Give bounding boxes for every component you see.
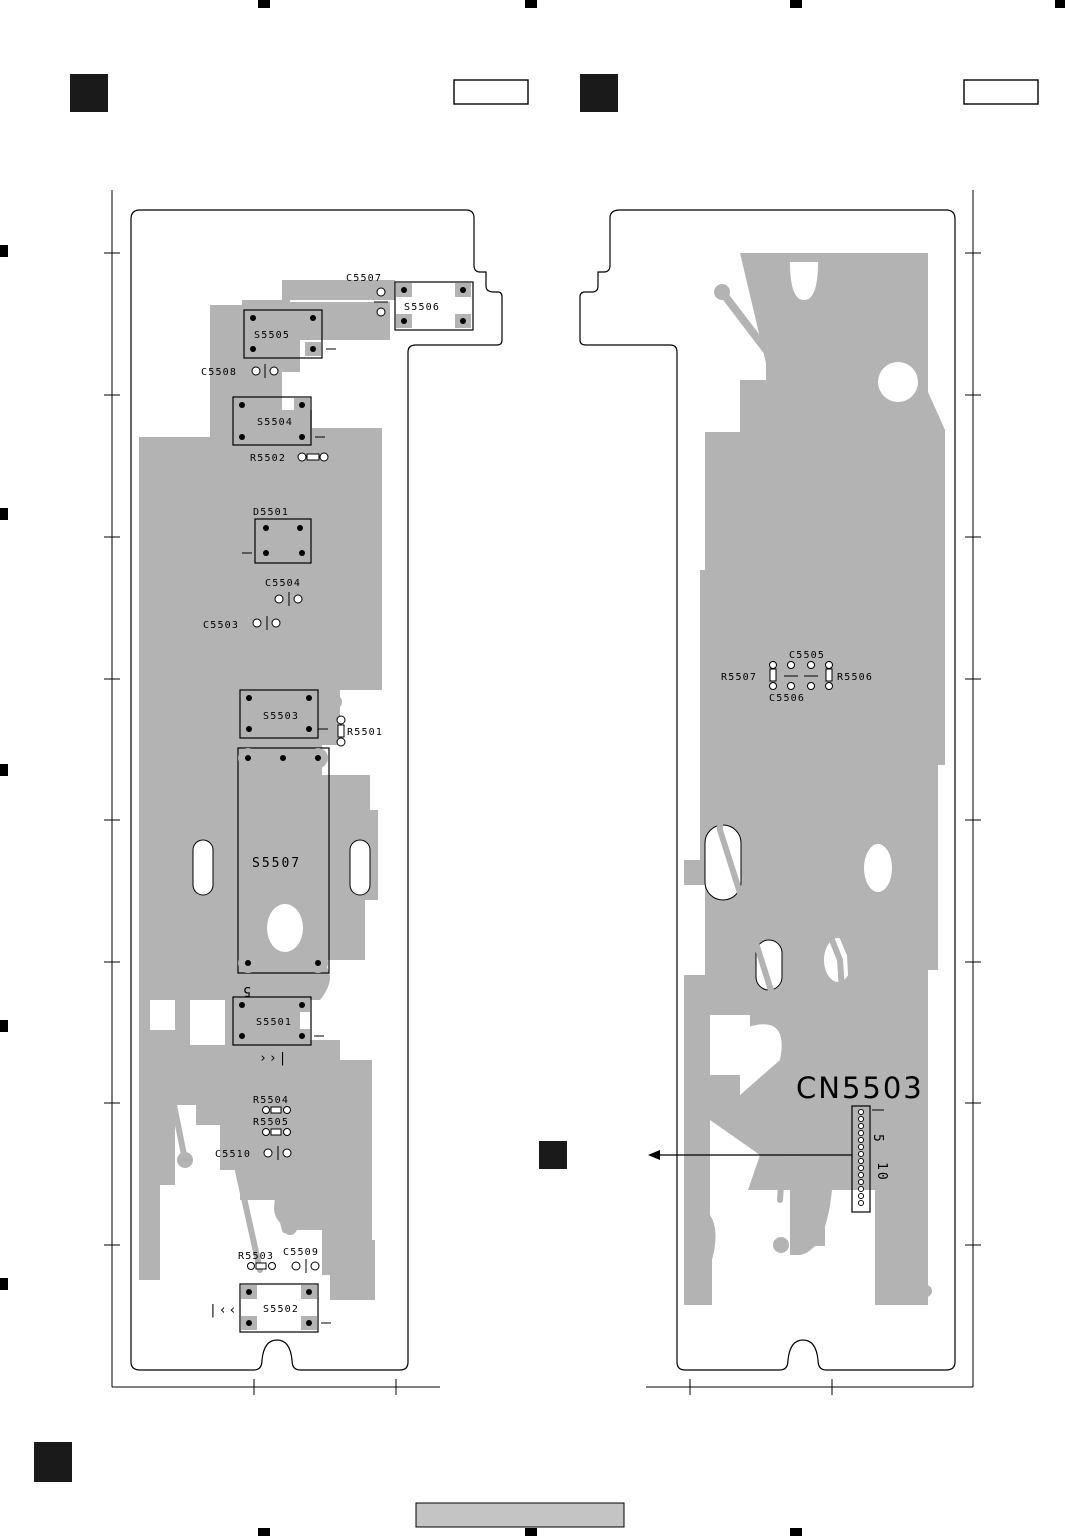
- s5501-label: S5501: [256, 1017, 292, 1028]
- cn5503-label: CN5503: [796, 1071, 924, 1105]
- left-board: S5506 C5507 S5505 C5508 S5504 R5502: [130, 209, 503, 1371]
- s5504-label: S5504: [257, 417, 293, 428]
- s5505-switch: [243, 309, 323, 359]
- cn5503-pin: [857, 1122, 865, 1130]
- cn5503-pin: [857, 1171, 865, 1179]
- left-board-outline: [130, 209, 503, 1371]
- frame-ruler-left: [104, 190, 440, 1395]
- prev-track-symbol: |‹‹: [209, 1303, 238, 1318]
- cn5503-pin: [857, 1136, 865, 1144]
- cn5503-connector: [851, 1105, 871, 1213]
- s5504-switch: [232, 396, 312, 446]
- c5503-label: C5503: [203, 620, 239, 631]
- s5505-pads: [245, 311, 321, 356]
- pin-mark-5: 5: [241, 983, 251, 998]
- s5507-encoder: [237, 747, 330, 974]
- c5504-label: C5504: [265, 578, 301, 589]
- s5501-pads: [234, 998, 310, 1043]
- r5507-label: R5507: [721, 672, 757, 683]
- right-copper: [684, 253, 945, 1305]
- s5502-label: S5502: [263, 1304, 299, 1315]
- frame-ruler-right: [646, 190, 981, 1395]
- cn5503-pin: [857, 1199, 865, 1207]
- r5503-label: R5503: [238, 1251, 274, 1262]
- next-track-symbol: ››|: [259, 1051, 288, 1066]
- left-traces: [162, 367, 348, 1273]
- d5501-diode: [254, 518, 312, 564]
- r5505-label: R5505: [253, 1117, 289, 1128]
- cn5503-pin: [857, 1115, 865, 1123]
- cn5503-pin: [857, 1129, 865, 1137]
- s5506-pads: [396, 283, 471, 328]
- r5501-label: R5501: [347, 727, 383, 738]
- s5506-label: S5506: [404, 302, 440, 313]
- s5505-label: S5505: [254, 330, 290, 341]
- d5501-label: D5501: [253, 507, 289, 518]
- s5501-switch: [232, 996, 312, 1046]
- cn5503-pin: [857, 1178, 865, 1186]
- cn5503-pin5-label: 5: [870, 1134, 885, 1144]
- s5504-pads: [234, 398, 310, 444]
- cable-marker: [539, 1141, 567, 1169]
- page-marker: [34, 1442, 72, 1482]
- left-copper: [139, 280, 395, 1300]
- view-marker-right: [580, 74, 618, 112]
- cn5503-pin: [857, 1192, 865, 1200]
- d5501-pads: [257, 521, 309, 560]
- c5507-label: C5507: [346, 273, 382, 284]
- view-label-box-left: [453, 79, 529, 105]
- s5502-switch: [239, 1283, 319, 1333]
- c5506-label: C5506: [769, 693, 805, 704]
- cn5503-pins: [857, 1108, 865, 1207]
- view-marker-left: [70, 74, 108, 112]
- s5503-pads: [241, 691, 317, 736]
- c5508-label: C5508: [201, 367, 237, 378]
- footer-bar: [415, 1502, 625, 1528]
- right-board: C5505 R5507 R5506 C5506 CN5503 5 10: [579, 209, 956, 1371]
- c5505-label: C5505: [789, 650, 825, 661]
- r5504-label: R5504: [253, 1095, 289, 1106]
- right-traces: [689, 284, 932, 1297]
- s5502-pads: [241, 1285, 317, 1330]
- cn5503-pin: [857, 1164, 865, 1172]
- cn5503-pin10-label: 10: [874, 1162, 889, 1182]
- cn5503-pin: [857, 1143, 865, 1151]
- cn5503-pin: [857, 1185, 865, 1193]
- s5507-label: S5507: [252, 856, 301, 871]
- right-board-outline: [579, 209, 956, 1371]
- cn5503-pin: [857, 1157, 865, 1165]
- c5509-label: C5509: [283, 1247, 319, 1258]
- cable-arrow-head: [648, 1150, 660, 1160]
- s5506-switch: [394, 281, 474, 331]
- s5503-switch: [239, 689, 319, 739]
- view-label-box-right: [963, 79, 1039, 105]
- cn5503-pin: [857, 1150, 865, 1158]
- s5503-label: S5503: [263, 711, 299, 722]
- c5510-label: C5510: [215, 1149, 251, 1160]
- r5506-label: R5506: [837, 672, 873, 683]
- r5502-label: R5502: [250, 453, 286, 464]
- cn5503-pin: [857, 1108, 865, 1116]
